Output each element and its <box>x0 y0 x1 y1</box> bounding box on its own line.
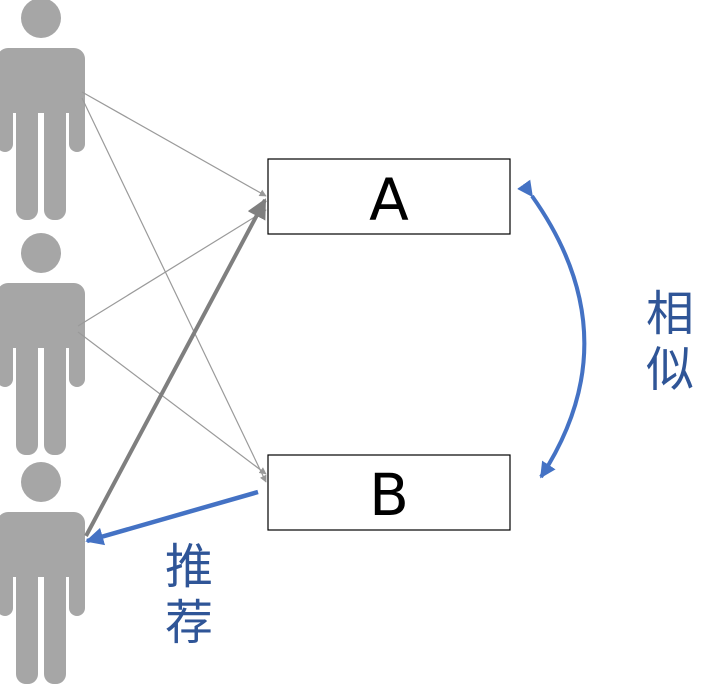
item-a-box <box>267 158 511 235</box>
link-user2-item-b <box>77 331 267 475</box>
similarity-arrow <box>517 179 587 479</box>
link-user2-item-a <box>77 209 267 327</box>
link-user1-item-a <box>81 91 267 197</box>
user-figure-1 <box>0 0 85 220</box>
item-b-label: B <box>369 461 409 529</box>
user-figure-2 <box>0 233 85 455</box>
item-b-box <box>267 454 511 531</box>
similar-char-2: 似 <box>646 342 694 398</box>
user-figure-3 <box>0 462 85 684</box>
link-user3-item-a <box>84 198 267 537</box>
similar-char-1: 相 <box>646 286 694 342</box>
recommend-char-2: 荐 <box>165 595 213 651</box>
recommend-arrow <box>85 489 259 546</box>
item-a-label: A <box>369 166 409 234</box>
recommend-char-1: 推 <box>165 539 213 595</box>
link-user1-item-b <box>81 97 267 483</box>
